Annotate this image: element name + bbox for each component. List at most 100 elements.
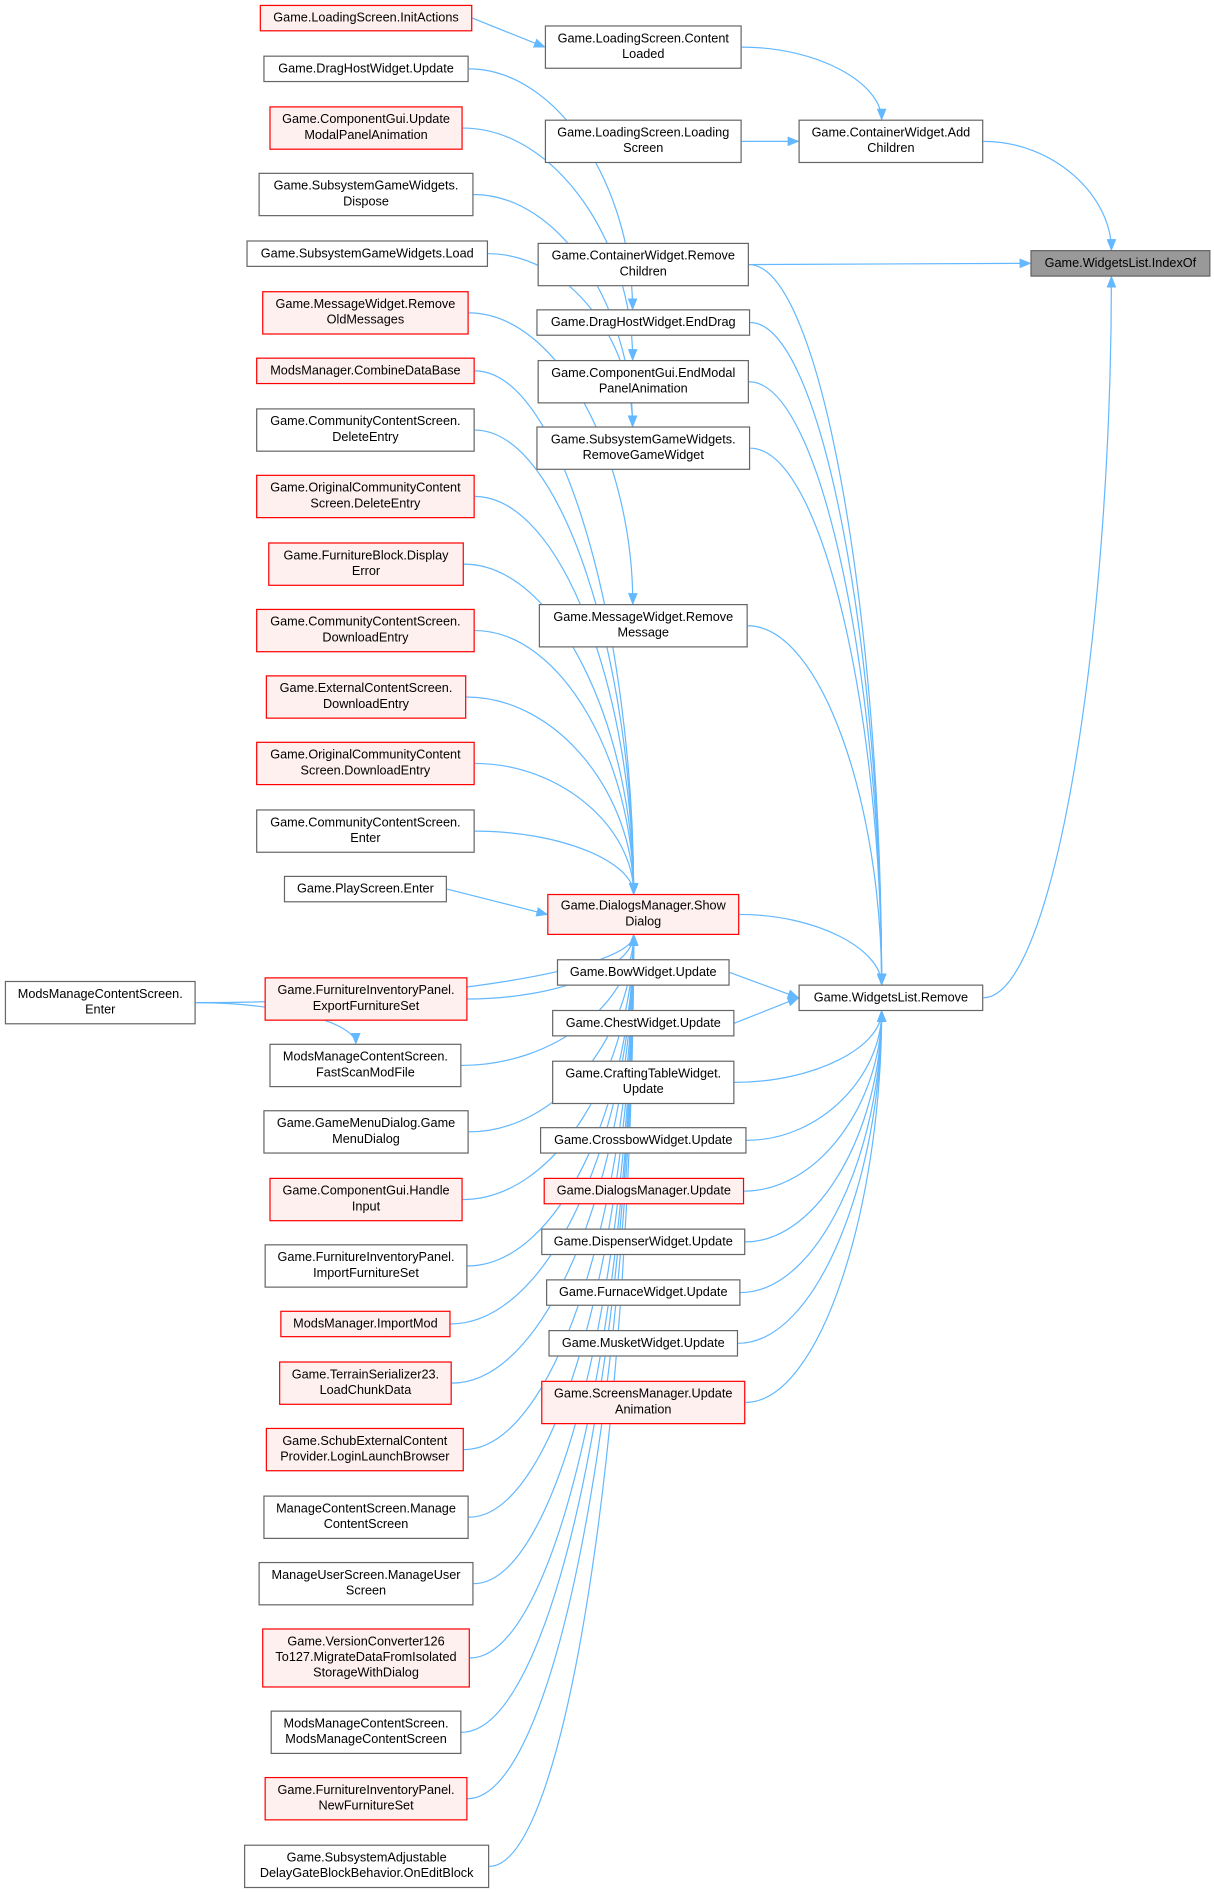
- node-bow[interactable]: Game.BowWidget.Update: [556, 959, 730, 986]
- node-fastscan[interactable]: ModsManageContentScreen.FastScanModFile: [269, 1043, 462, 1088]
- node-mmcsenter[interactable]: ModsManageContentScreen.Enter: [4, 980, 196, 1025]
- node-ccsenter[interactable]: Game.CommunityContentScreen.Enter: [256, 809, 475, 853]
- node-label-line: NewFurnitureSet: [318, 1798, 414, 1814]
- node-mmcsctor[interactable]: ModsManageContentScreen.ModsManageConten…: [270, 1710, 462, 1755]
- node-label-line: Game.FurnitureInventoryPanel.: [277, 1250, 455, 1265]
- node-label-line: StorageWithDialog: [313, 1665, 419, 1681]
- edge-removegamewidget-to-remove: [750, 447, 887, 986]
- node-label-line: Screen: [345, 1583, 387, 1599]
- edge-fastscan-to-showdialog: [461, 933, 639, 1067]
- edge-newfurniture-to-showdialog: [467, 933, 639, 1800]
- edge-occsdelete-to-showdialog: [474, 495, 639, 896]
- node-label-line: Game.ScreensManager.Update: [554, 1386, 733, 1402]
- node-label-line: Game.OriginalCommunityContent: [270, 480, 461, 496]
- node-label-line: Enter: [350, 831, 381, 846]
- node-label-line: Game.SubsystemAdjustable: [286, 1850, 447, 1866]
- node-label-line: Game.PlayScreen.Enter: [297, 881, 434, 896]
- node-label-line: Game.SubsystemGameWidgets.Load: [260, 245, 474, 261]
- node-enddrag[interactable]: Game.DragHostWidget.EndDrag: [536, 309, 751, 336]
- node-label-line: Game.GameMenuDialog.Game: [276, 1116, 456, 1131]
- edge-crafting-to-remove: [734, 1009, 887, 1083]
- node-playenter[interactable]: Game.PlayScreen.Enter: [283, 875, 447, 903]
- edge-ccsdownload-to-showdialog: [474, 629, 639, 896]
- node-dispenser[interactable]: Game.DispenserWidget.Update: [541, 1228, 746, 1256]
- edge-furnace-to-remove: [740, 1009, 887, 1294]
- edge-importfurniture-to-showdialog: [467, 933, 639, 1267]
- node-importfurniture[interactable]: Game.FurnitureInventoryPanel.ImportFurni…: [264, 1244, 468, 1288]
- node-newfurniture[interactable]: Game.FurnitureInventoryPanel.NewFurnitur…: [264, 1776, 468, 1821]
- node-furnace[interactable]: Game.FurnaceWidget.Update: [546, 1279, 741, 1306]
- node-label-line: Game.CraftingTableWidget.: [565, 1066, 722, 1082]
- node-chest[interactable]: Game.ChestWidget.Update: [552, 1009, 735, 1037]
- node-sgwload[interactable]: Game.SubsystemGameWidgets.Load: [246, 240, 489, 267]
- node-label-line: Game.ExternalContentScreen.: [279, 681, 453, 696]
- node-label-line: Game.FurnitureInventoryPanel.: [277, 983, 455, 998]
- edge-showdialog-to-remove: [739, 913, 887, 986]
- node-label-line: Game.OriginalCommunityContent: [270, 747, 461, 763]
- node-label-line: Game.WidgetsList.IndexOf: [1044, 255, 1197, 270]
- node-label-line: ManageContentScreen.Manage: [276, 1501, 456, 1517]
- node-label-line: Game.MessageWidget.Remove: [553, 610, 734, 625]
- node-importmod[interactable]: ModsManager.ImportMod: [280, 1310, 451, 1338]
- node-ccsdownload[interactable]: Game.CommunityContentScreen.DownloadEntr…: [256, 608, 475, 653]
- node-label-line: RemoveGameWidget: [582, 448, 704, 463]
- node-label-line: OldMessages: [326, 312, 405, 328]
- node-ecsdownload[interactable]: Game.ExternalContentScreen.DownloadEntry: [265, 675, 467, 719]
- node-ccsdelete[interactable]: Game.CommunityContentScreen.DeleteEntry: [256, 408, 475, 452]
- edge-removemessage-to-remove: [747, 625, 887, 986]
- node-crossbow[interactable]: Game.CrossbowWidget.Update: [539, 1127, 747, 1154]
- edge-remove-to-indexof: [983, 275, 1117, 999]
- node-label-line: Screen: [623, 141, 664, 156]
- node-label-line: DownloadEntry: [322, 630, 409, 646]
- node-exportfurniture[interactable]: Game.FurnitureInventoryPanel.ExportFurni…: [264, 977, 468, 1021]
- node-dmupdate[interactable]: Game.DialogsManager.Update: [543, 1177, 745, 1205]
- node-loadchunk[interactable]: Game.TerrainSerializer23.LoadChunkData: [279, 1361, 452, 1405]
- node-initactions[interactable]: Game.LoadingScreen.InitActions: [259, 4, 473, 32]
- node-label-line: DownloadEntry: [323, 697, 410, 712]
- node-crafting[interactable]: Game.CraftingTableWidget.Update: [552, 1060, 735, 1105]
- node-removegamewidget[interactable]: Game.SubsystemGameWidgets.RemoveGameWidg…: [536, 426, 751, 470]
- node-label-line: Game.SchubExternalContent: [282, 1433, 448, 1449]
- node-label-line: DeleteEntry: [332, 430, 399, 445]
- node-label-line: ModsManager.ImportMod: [293, 1316, 438, 1331]
- node-label-line: ExportFurnitureSet: [312, 999, 420, 1014]
- node-musket[interactable]: Game.MusketWidget.Update: [548, 1330, 739, 1357]
- node-label-line: Screen.DeleteEntry: [310, 496, 421, 511]
- node-combinedatabase[interactable]: ModsManager.CombineDataBase: [256, 357, 475, 385]
- edge-screensanim-to-remove: [745, 1009, 887, 1404]
- node-draghostupdate[interactable]: Game.DragHostWidget.Update: [263, 55, 469, 83]
- node-label-line: Game.ChestWidget.Update: [565, 1015, 721, 1030]
- node-label-line: Game.ComponentGui.Update: [282, 112, 450, 127]
- node-remove[interactable]: Game.WidgetsList.Remove: [798, 984, 984, 1012]
- node-label-line: Provider.LoginLaunchBrowser: [280, 1449, 450, 1465]
- node-sgwdispose[interactable]: Game.SubsystemGameWidgets.Dispose: [258, 172, 474, 217]
- node-label-line: ContentScreen: [323, 1517, 409, 1532]
- edge-combinedatabase-to-showdialog: [474, 370, 639, 896]
- node-label-line: Enter: [85, 1002, 116, 1018]
- node-label-line: Game.DispenserWidget.Update: [553, 1233, 733, 1249]
- node-label-line: Update: [622, 1082, 664, 1097]
- node-label-line: LoadChunkData: [319, 1383, 412, 1398]
- node-label-line: Game.DragHostWidget.Update: [278, 61, 454, 76]
- node-label-line: ModsManager.CombineDataBase: [270, 363, 461, 378]
